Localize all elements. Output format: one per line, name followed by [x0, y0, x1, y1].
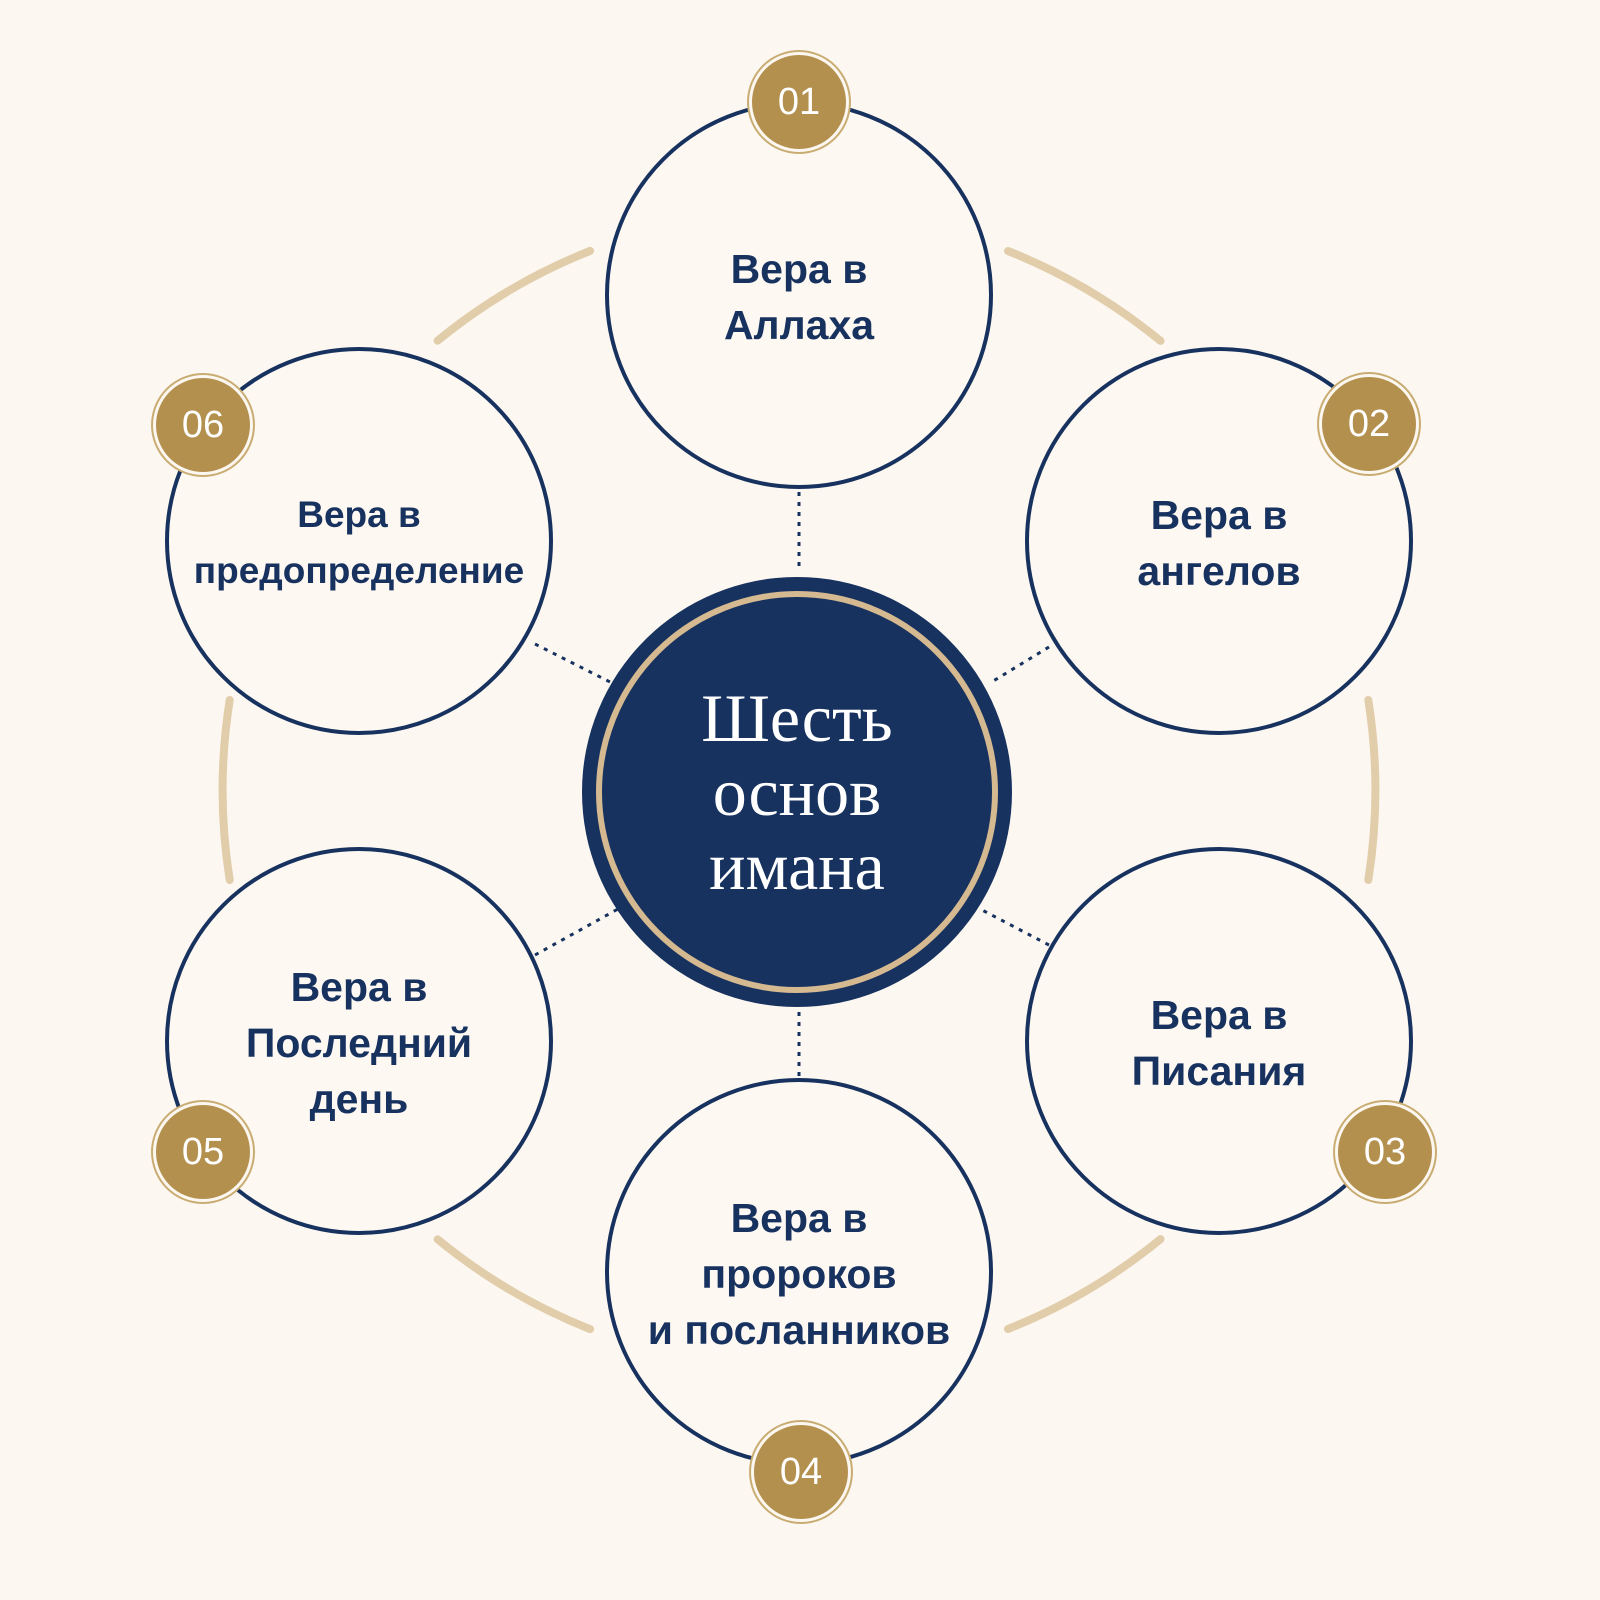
number-badge-01: 01 — [752, 55, 846, 149]
spoke-05 — [534, 907, 619, 957]
spoke-02 — [989, 645, 1050, 685]
pillar-circle-04: Вера в пророков и посланников — [605, 1078, 993, 1466]
pillar-circle-01: Вера в Аллаха — [605, 101, 993, 489]
orbit-arc — [1004, 247, 1165, 345]
pillar-label-01: Вера в Аллаха — [723, 246, 875, 348]
number-badge-04: 04 — [754, 1425, 848, 1519]
number-badge-05: 05 — [156, 1105, 250, 1199]
pillar-circle-06: Вера в предопределение — [165, 347, 553, 735]
hub-ring — [596, 591, 998, 993]
orbit-arc — [433, 246, 595, 345]
central-title: Шесть основ имана — [701, 680, 893, 904]
pillar-label-03: Вера в Писания — [1131, 992, 1307, 1094]
number-badge-03: 03 — [1338, 1105, 1432, 1199]
orbit-arc — [433, 1235, 595, 1334]
orbit-arc — [1364, 696, 1380, 884]
pillar-label-04: Вера в пророков и посланников — [647, 1195, 951, 1353]
pillar-label-06: Вера в предопределение — [193, 494, 525, 591]
orbit-arc — [1004, 1235, 1165, 1333]
number-badge-06: 06 — [156, 378, 250, 472]
orbit-arc — [218, 696, 234, 884]
spoke-03 — [981, 908, 1050, 947]
number-badge-02: 02 — [1322, 377, 1416, 471]
spoke-06 — [534, 642, 613, 685]
pillar-label-02: Вера в ангелов — [1137, 492, 1301, 594]
central-hub: Шесть основ имана — [582, 577, 1012, 1007]
pillar-label-05: Вера в Последний день — [245, 964, 473, 1122]
